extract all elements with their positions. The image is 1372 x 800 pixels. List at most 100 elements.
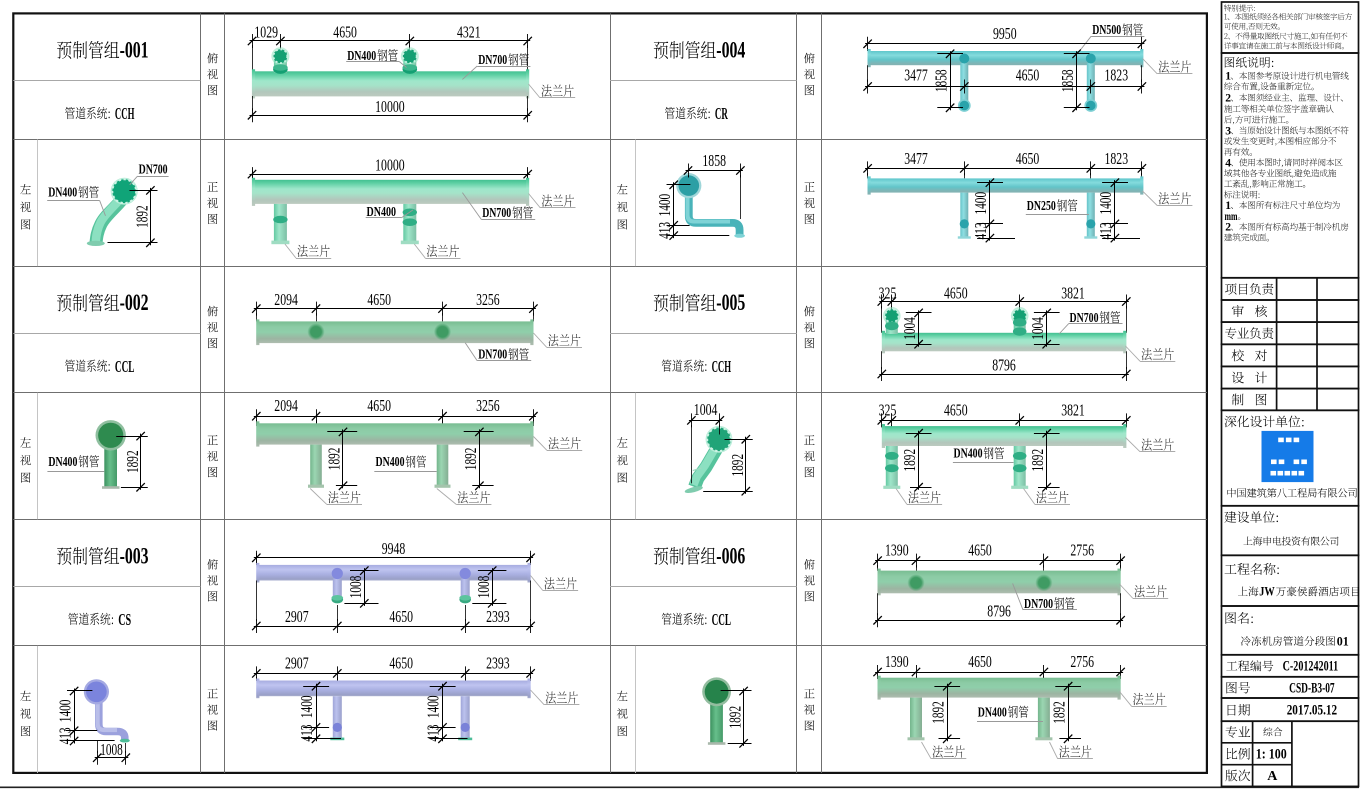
- svg-text:DN400: DN400: [48, 185, 77, 200]
- svg-text:4650: 4650: [389, 653, 413, 672]
- svg-text:mm: mm: [1225, 209, 1238, 223]
- svg-text:2907: 2907: [285, 607, 309, 626]
- svg-text:1892: 1892: [1028, 449, 1047, 472]
- svg-text:413: 413: [655, 222, 674, 239]
- svg-text:325: 325: [879, 283, 897, 302]
- svg-text:01: 01: [1337, 633, 1349, 648]
- svg-text:1892: 1892: [929, 701, 948, 724]
- svg-text:4650: 4650: [367, 396, 391, 415]
- svg-text:DN700: DN700: [478, 347, 507, 362]
- svg-text:1400: 1400: [297, 696, 316, 719]
- svg-text:DN700: DN700: [482, 205, 511, 220]
- svg-text:1892: 1892: [133, 205, 152, 228]
- svg-text:DN400: DN400: [376, 454, 405, 469]
- svg-text:4321: 4321: [457, 22, 481, 41]
- svg-text:4650: 4650: [968, 652, 992, 671]
- svg-text:1390: 1390: [885, 652, 909, 671]
- svg-text:3: 3: [1225, 124, 1231, 137]
- svg-text:2: 2: [1225, 221, 1231, 234]
- svg-text:10000: 10000: [375, 155, 405, 174]
- svg-text:9950: 9950: [993, 24, 1017, 43]
- svg-text:413: 413: [971, 223, 990, 240]
- svg-text:325: 325: [879, 400, 897, 419]
- svg-text:1892: 1892: [1050, 701, 1069, 724]
- svg-text:DN400: DN400: [48, 454, 77, 469]
- svg-text:1: 1: [1225, 70, 1231, 83]
- svg-text:413: 413: [56, 727, 75, 744]
- svg-text:-006: -006: [716, 543, 745, 569]
- svg-text:DN500: DN500: [1092, 22, 1121, 37]
- svg-text:C-201242011: C-201242011: [1283, 659, 1339, 675]
- svg-text:413: 413: [297, 725, 316, 742]
- svg-text:1892: 1892: [123, 450, 142, 473]
- svg-text:3256: 3256: [476, 290, 500, 309]
- svg-text:1858: 1858: [1058, 70, 1077, 93]
- svg-text:1004: 1004: [900, 317, 919, 340]
- svg-text:1400: 1400: [655, 194, 674, 217]
- svg-text:1892: 1892: [728, 454, 747, 477]
- svg-text:-002: -002: [120, 290, 149, 316]
- svg-text:1400: 1400: [1096, 192, 1115, 215]
- svg-text:-004: -004: [716, 37, 745, 63]
- svg-text:CSD-B3-07: CSD-B3-07: [1289, 681, 1335, 697]
- svg-text:CCH: CCH: [712, 357, 732, 376]
- svg-text:4: 4: [1225, 156, 1231, 169]
- svg-text:CS: CS: [118, 610, 131, 629]
- svg-text:4650: 4650: [944, 400, 968, 419]
- svg-text:1390: 1390: [885, 541, 909, 560]
- svg-text:4650: 4650: [944, 283, 968, 302]
- svg-text:2017.05.12: 2017.05.12: [1287, 703, 1337, 719]
- svg-text:2: 2: [1225, 92, 1231, 105]
- svg-text:1823: 1823: [1105, 149, 1129, 168]
- svg-text:DN400: DN400: [978, 704, 1007, 719]
- svg-text:1892: 1892: [726, 706, 745, 729]
- svg-text:A: A: [1267, 769, 1278, 784]
- svg-text:1008: 1008: [346, 576, 365, 599]
- svg-text:1858: 1858: [702, 151, 726, 170]
- svg-text:1892: 1892: [900, 449, 919, 472]
- svg-text:4650: 4650: [968, 541, 992, 560]
- svg-text:9948: 9948: [382, 539, 406, 558]
- svg-text:2907: 2907: [285, 653, 309, 672]
- svg-text:DN700: DN700: [1070, 310, 1099, 325]
- svg-text:CCL: CCL: [115, 357, 134, 376]
- svg-text:4650: 4650: [367, 290, 391, 309]
- svg-text:1004: 1004: [694, 400, 718, 419]
- svg-text:2756: 2756: [1070, 541, 1094, 560]
- svg-text:1029: 1029: [254, 22, 278, 41]
- svg-text:CR: CR: [715, 104, 729, 123]
- svg-text:2756: 2756: [1070, 652, 1094, 671]
- svg-text:1008: 1008: [100, 740, 123, 759]
- svg-text:3477: 3477: [904, 65, 928, 84]
- svg-text:DN400: DN400: [347, 48, 376, 63]
- svg-text:8796: 8796: [987, 602, 1011, 621]
- svg-text:-003: -003: [120, 543, 149, 569]
- svg-text:-005: -005: [716, 290, 745, 316]
- svg-text:DN700: DN700: [1024, 596, 1053, 611]
- svg-text:2094: 2094: [274, 290, 298, 309]
- svg-text:DN700: DN700: [478, 52, 507, 67]
- svg-text:3821: 3821: [1061, 283, 1085, 302]
- svg-text:1: 100: 1: 100: [1256, 746, 1287, 762]
- svg-text:3821: 3821: [1061, 400, 1085, 419]
- svg-text:1004: 1004: [1028, 317, 1047, 340]
- svg-text:8796: 8796: [992, 355, 1016, 374]
- svg-text:-001: -001: [120, 37, 149, 63]
- svg-text:1400: 1400: [971, 192, 990, 215]
- svg-text:3256: 3256: [476, 396, 500, 415]
- svg-text:10000: 10000: [375, 97, 405, 116]
- svg-text:4650: 4650: [1016, 149, 1040, 168]
- svg-text:413: 413: [424, 725, 443, 742]
- svg-text:CCH: CCH: [115, 104, 135, 123]
- svg-text:DN250: DN250: [1027, 198, 1056, 213]
- svg-text:DN700: DN700: [139, 162, 168, 177]
- svg-text:2393: 2393: [486, 607, 510, 626]
- svg-text:2393: 2393: [486, 653, 510, 672]
- svg-text:1823: 1823: [1105, 65, 1129, 84]
- svg-text:1400: 1400: [56, 700, 75, 723]
- svg-text:2094: 2094: [274, 396, 298, 415]
- svg-text:JW: JW: [1259, 584, 1275, 599]
- svg-text:DN400: DN400: [954, 446, 983, 461]
- svg-text:4650: 4650: [333, 22, 357, 41]
- svg-text:3477: 3477: [904, 149, 928, 168]
